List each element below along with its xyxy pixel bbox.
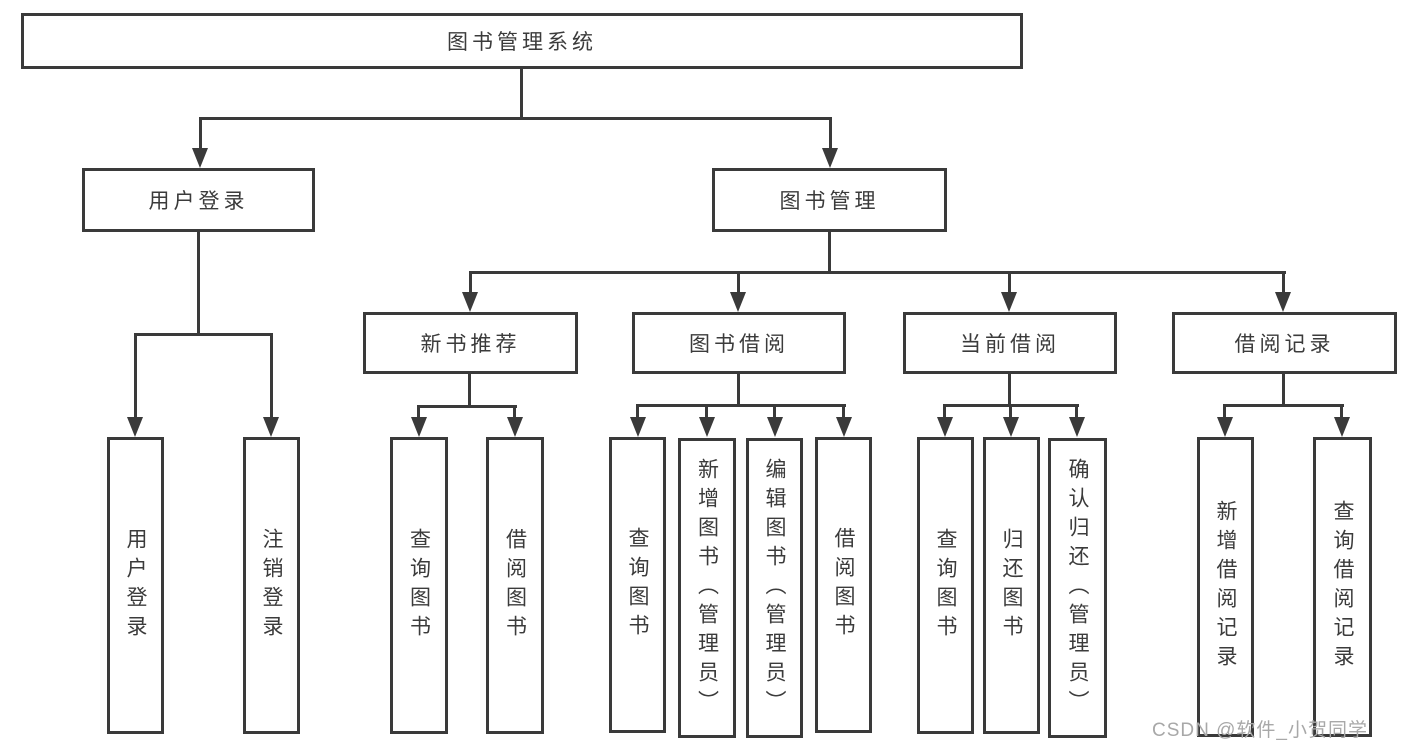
leaf-query-borrow-record-label: 查询借阅记录: [1331, 500, 1354, 674]
connector-line: [520, 69, 523, 120]
leaf-query-books-3-label: 查询图书: [934, 527, 957, 644]
connector-line: [197, 232, 200, 336]
node-current-borrow: 当前借阅: [903, 312, 1117, 374]
leaf-add-books-admin: 新增图书（管理员）: [678, 438, 736, 738]
arrow-down-icon: [937, 417, 953, 437]
connector-line: [270, 333, 273, 417]
leaf-add-borrow-record-label: 新增借阅记录: [1214, 500, 1237, 674]
arrow-down-icon: [462, 292, 478, 312]
arrow-down-icon: [127, 417, 143, 437]
connector-line: [842, 404, 845, 419]
leaf-query-books-2-label: 查询图书: [626, 527, 649, 643]
leaf-return-books-label: 归还图书: [1000, 527, 1023, 644]
connector-line: [418, 405, 517, 408]
connector-line: [469, 271, 472, 293]
leaf-confirm-return-admin-label: 确认归还（管理员）: [1066, 457, 1089, 719]
leaf-logout: 注销登录: [243, 437, 300, 734]
connector-line: [1008, 271, 1011, 293]
node-root-label: 图书管理系统: [447, 31, 597, 54]
connector-line: [1223, 404, 1344, 407]
connector-line: [1008, 374, 1011, 407]
connector-line: [1282, 271, 1285, 293]
node-book-borrow: 图书借阅: [632, 312, 846, 374]
leaf-logout-label: 注销登录: [260, 527, 283, 644]
connector-line: [1075, 404, 1078, 419]
connector-line: [636, 404, 846, 407]
connector-line: [737, 271, 740, 293]
leaf-borrow-books-1-label: 借阅图书: [503, 527, 527, 644]
node-new-book-recommend-label: 新书推荐: [420, 333, 521, 356]
arrow-down-icon: [730, 292, 746, 312]
arrow-down-icon: [822, 148, 838, 168]
node-root: 图书管理系统: [21, 13, 1023, 69]
connector-line: [134, 333, 137, 417]
leaf-query-borrow-record: 查询借阅记录: [1313, 437, 1372, 737]
leaf-edit-books-admin: 编辑图书（管理员）: [746, 438, 803, 738]
connector-line: [469, 271, 1286, 274]
leaf-borrow-books-2: 借阅图书: [815, 437, 872, 733]
leaf-borrow-books-1: 借阅图书: [486, 437, 544, 734]
connector-line: [468, 374, 471, 408]
leaf-query-books-1-label: 查询图书: [407, 527, 431, 644]
connector-line: [1223, 404, 1226, 419]
leaf-return-books: 归还图书: [983, 437, 1040, 734]
connector-line: [1009, 404, 1012, 419]
node-book-management-label: 图书管理: [779, 190, 880, 213]
arrow-down-icon: [836, 417, 852, 437]
connector-line: [134, 333, 273, 336]
node-user-login: 用户登录: [82, 168, 315, 232]
connector-line: [943, 404, 946, 419]
arrow-down-icon: [699, 417, 715, 437]
arrow-down-icon: [192, 148, 208, 168]
node-user-login-label: 用户登录: [148, 190, 249, 213]
node-book-management: 图书管理: [712, 168, 947, 232]
connector-line: [705, 404, 708, 419]
node-current-borrow-label: 当前借阅: [960, 333, 1060, 356]
arrow-down-icon: [1001, 292, 1017, 312]
arrow-down-icon: [767, 417, 783, 437]
leaf-query-books-2: 查询图书: [609, 437, 666, 733]
arrow-down-icon: [1069, 417, 1085, 437]
leaf-add-borrow-record: 新增借阅记录: [1197, 437, 1254, 737]
node-book-borrow-label: 图书借阅: [689, 333, 789, 356]
leaf-user-login: 用户登录: [107, 437, 164, 734]
connector-line: [199, 117, 202, 150]
connector-line: [417, 405, 420, 419]
arrow-down-icon: [1275, 292, 1291, 312]
leaf-add-books-admin-label: 新增图书（管理员）: [695, 457, 719, 719]
leaf-query-books-1: 查询图书: [390, 437, 448, 734]
arrow-down-icon: [630, 417, 646, 437]
arrow-down-icon: [263, 417, 279, 437]
node-new-book-recommend: 新书推荐: [363, 312, 578, 374]
node-borrow-records-label: 借阅记录: [1234, 333, 1335, 356]
connector-line: [773, 404, 776, 419]
csdn-watermark: CSDN @软件_小贺同学: [1152, 720, 1368, 741]
leaf-edit-books-admin-label: 编辑图书（管理员）: [763, 457, 786, 719]
arrow-down-icon: [1217, 417, 1233, 437]
connector-line: [1340, 404, 1343, 419]
connector-line: [1282, 374, 1285, 407]
leaf-query-books-3: 查询图书: [917, 437, 974, 734]
node-borrow-records: 借阅记录: [1172, 312, 1397, 374]
connector-line: [636, 404, 639, 419]
leaf-user-login-label: 用户登录: [124, 527, 147, 644]
connector-line: [829, 117, 832, 150]
leaf-borrow-books-2-label: 借阅图书: [832, 527, 855, 643]
arrow-down-icon: [1334, 417, 1350, 437]
connector-line: [513, 405, 516, 419]
arrow-down-icon: [507, 417, 523, 437]
connector-line: [199, 117, 832, 120]
arrow-down-icon: [411, 417, 427, 437]
connector-line: [828, 232, 831, 274]
connector-line: [737, 374, 740, 407]
arrow-down-icon: [1003, 417, 1019, 437]
leaf-confirm-return-admin: 确认归还（管理员）: [1048, 438, 1107, 738]
